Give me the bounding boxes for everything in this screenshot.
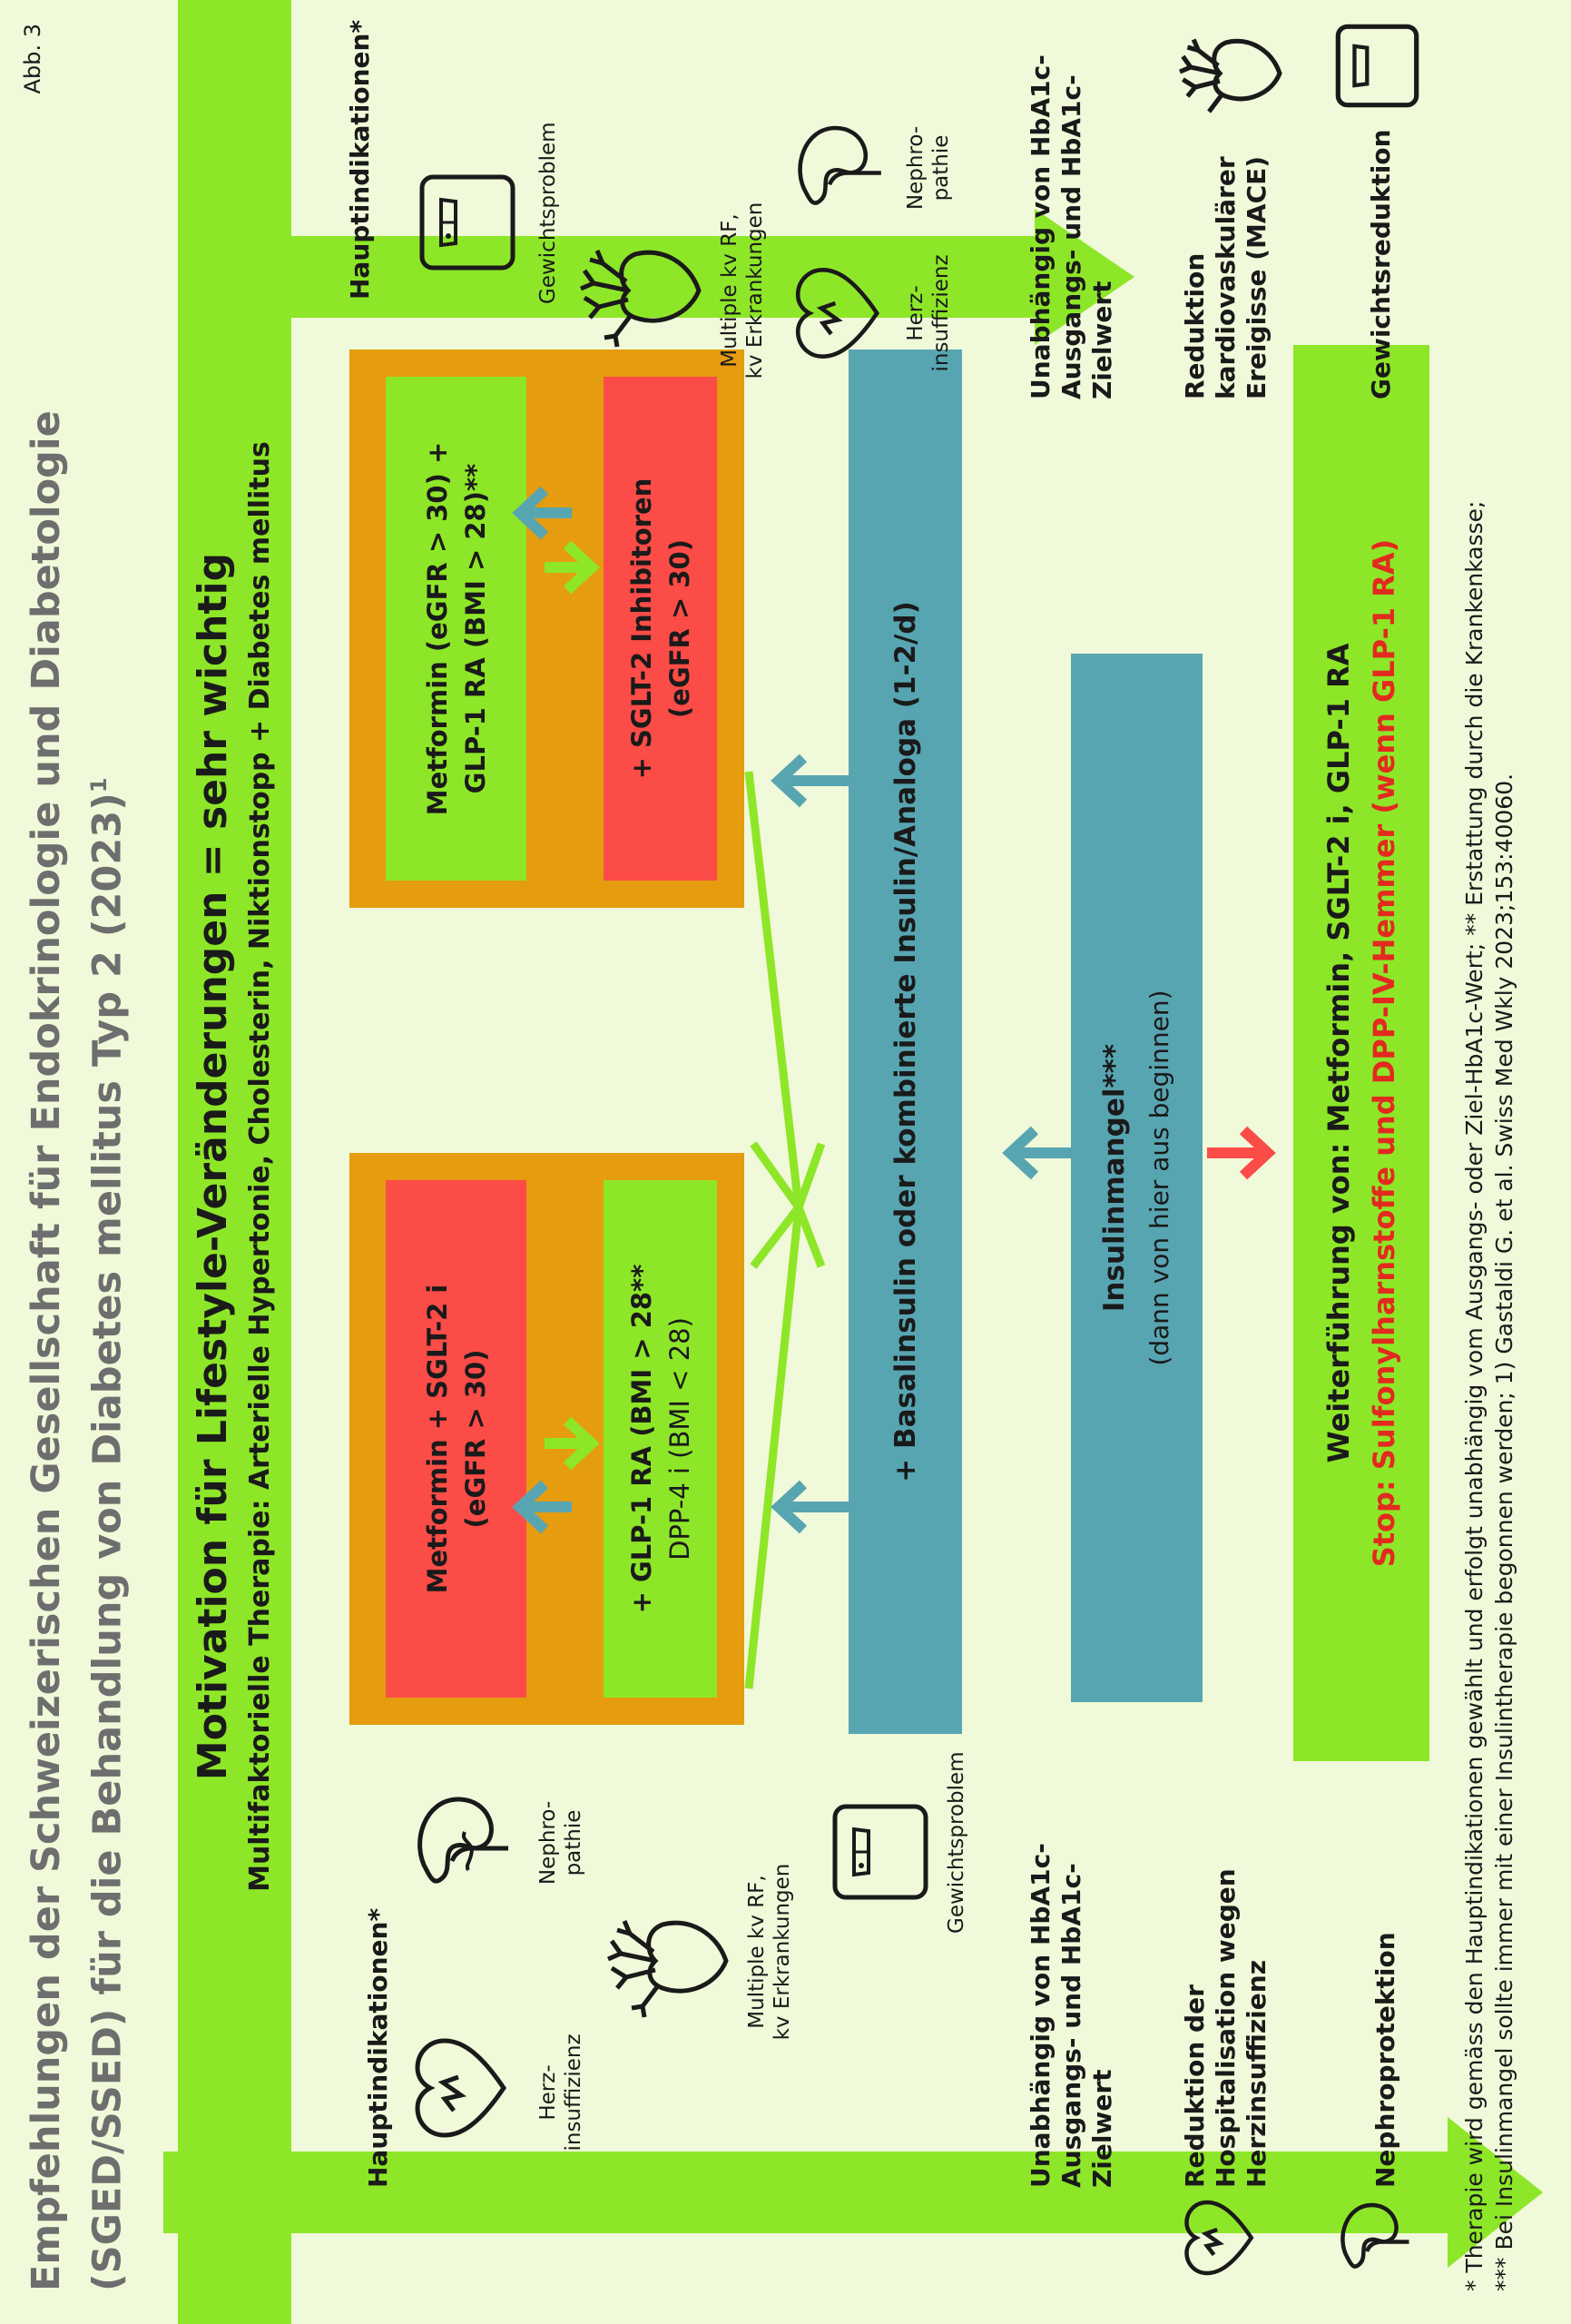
right-herz-label: Herz-insuffizienz (904, 254, 953, 372)
heart-outcome-icon (1184, 2200, 1254, 2276)
right-arrow-down (178, 209, 1134, 345)
right-kv-label: Multiple kv RF,kv Erkrankungen (718, 202, 767, 379)
kidney-icon (417, 1797, 508, 1884)
heart-icon (415, 2038, 507, 2138)
figure-label: Abb. 3 (20, 24, 45, 94)
continuation-line: Weiterführung von: Metformin, SGLT-2 i, … (1321, 643, 1356, 1463)
title-line-2: (SGED/SSED) für die Behandlung von Diabe… (84, 793, 131, 2291)
right-sglt2-box: + SGLT-2 Inhibitoren(eGFR > 30) (604, 377, 717, 881)
title-footnote-marker: 1 (86, 777, 112, 793)
scale-icon (419, 174, 515, 271)
footnote-line-2: *** Bei Insulinmangel sollte immer mit e… (1491, 773, 1517, 2291)
motivation-heading: Motivation für Lifestyle-Veränderungen =… (190, 552, 236, 1781)
right-outcome-weight: Gewichtsreduktion (1366, 129, 1396, 399)
right-down-arrow (545, 540, 600, 595)
scale-icon (832, 1804, 928, 1900)
left-glp1-dpp4-box: + GLP-1 RA (BMI > 28**DPP-4 i (BMI < 28) (604, 1180, 717, 1698)
left-down-arrow (545, 1416, 600, 1471)
footnotes: * Therapie wird gemäss den Hauptindikati… (1459, 49, 1519, 2291)
continuation-stop-box: Weiterführung von: Metformin, SGLT-2 i, … (1293, 345, 1429, 1761)
left-arrow-down (163, 2117, 1543, 2268)
left-metformin-sglt2-box: Metformin + SGLT-2 i(eGFR > 30) (386, 1180, 526, 1698)
left-kv-label: Multiple kv RF,kv Erkrankungen (745, 1863, 794, 2041)
converging-arrows (744, 771, 826, 1689)
right-nephro-label: Nephro-pathie (904, 125, 953, 211)
right-metformin-glp1-box: Metformin (eGFR > 30) +GLP-1 RA (BMI > 2… (386, 377, 526, 881)
left-nephro-label: Nephro-pathie (536, 1800, 585, 1886)
heart-icon (795, 268, 880, 359)
left-herz-label: Herz-insuffizienz (536, 2034, 585, 2152)
footnote-line-1: * Therapie wird gemäss den Hauptindikati… (1461, 500, 1488, 2291)
basalinsulin-box: + Basalinsulin oder kombinierte Insulin/… (849, 350, 962, 1734)
left-outcome-nephroprotection: Nephroprotektion (1370, 1932, 1400, 2188)
insulinmangel-subtitle: (dann von hier aus beginnen) (1144, 990, 1174, 1366)
heart-vessels-outcome-icon (1179, 38, 1282, 113)
right-up-arrow (512, 486, 572, 540)
heart-vessels-icon (580, 250, 702, 348)
insulinmangel-box: Insulinmangel*** (dann von hier aus begi… (1071, 654, 1203, 1702)
left-indications-heading: Hauptindikationen* (363, 1907, 393, 2188)
right-indications-heading: Hauptindikationen* (345, 19, 375, 300)
kidney-icon (798, 125, 881, 205)
kidney-outcome-icon (1340, 2202, 1409, 2269)
heart-vessels-icon (607, 1920, 729, 2018)
left-outcome-hospitalisation: Reduktion der Hospitalisation wegen Herz… (1180, 1868, 1272, 2188)
right-independence-text: Unabhängig von HbA1c-Ausgangs- und HbA1c… (1026, 54, 1117, 399)
right-weight-label: Gewichtsproblem (536, 122, 560, 304)
insulinmangel-arrows (1002, 1126, 1276, 1180)
stop-line: Stop: Sulfonylharnstoffe und DPP-IV-Hemm… (1367, 538, 1401, 1568)
left-up-arrow (512, 1480, 572, 1534)
left-weight-label: Gewichtsproblem (945, 1751, 968, 1934)
page-title: Empfehlungen der Schweizerischen Gesells… (20, 312, 133, 2291)
left-independence-text: Unabhängig von HbA1c-Ausgangs- und HbA1c… (1026, 1843, 1117, 2188)
insulinmangel-title: Insulinmangel*** (1097, 1043, 1131, 1313)
multifactorial-therapy: Multifaktorielle Therapie: Arterielle Hy… (244, 441, 276, 1892)
title-line-1: Empfehlungen der Schweizerischen Gesells… (24, 410, 69, 2291)
right-outcome-mace: Reduktion kardiovaskulärer Ereigisse (MA… (1180, 155, 1272, 399)
scale-outcome-icon (1335, 24, 1419, 108)
teal-up-arrows (771, 753, 849, 1534)
